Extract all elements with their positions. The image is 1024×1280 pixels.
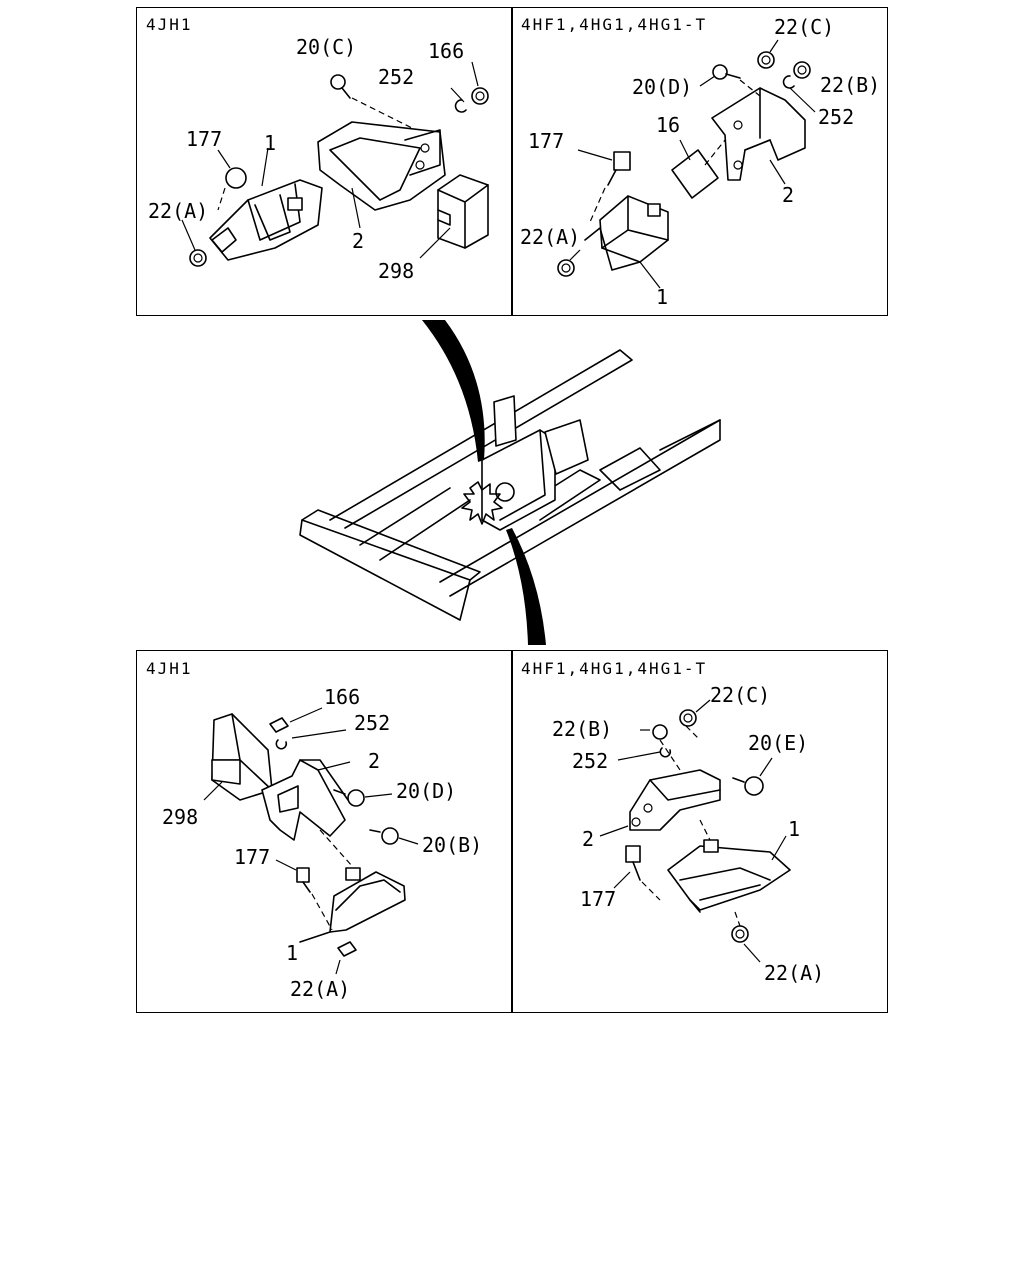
- tl-nut-22a: [189, 249, 207, 267]
- br-nut-22a: [731, 911, 749, 943]
- tl-callout-298: 298: [378, 259, 415, 283]
- tl-callout-22a: 22(A): [148, 199, 209, 223]
- tl-stopper-298: [437, 174, 489, 249]
- br-bolt-20e: [732, 776, 764, 796]
- bl-callout-298: 298: [162, 805, 199, 829]
- tr-washer-252: [782, 75, 795, 89]
- br-callout-20e: 20(E): [748, 731, 809, 755]
- top-panel-divider: [511, 7, 513, 316]
- bl-callout-2: 2: [368, 749, 381, 773]
- tl-callout-1: 1: [264, 131, 277, 155]
- bl-callout-20b: 20(B): [422, 833, 483, 857]
- tr-callout-22a: 22(A): [520, 225, 581, 249]
- tr-callout-252: 252: [818, 105, 855, 129]
- engine-block: [461, 395, 589, 531]
- bl-callout-177: 177: [234, 845, 271, 869]
- tr-callout-22b: 22(B): [820, 73, 881, 97]
- br-callout-22a: 22(A): [764, 961, 825, 985]
- bl-nut-22a: [337, 941, 357, 957]
- tl-callout-2: 2: [352, 229, 365, 253]
- tr-shim-16: [671, 149, 719, 199]
- tr-bolt-20d: [712, 64, 741, 80]
- tl-bolt-20c: [330, 74, 351, 99]
- bl-washer-252: [275, 739, 288, 750]
- tr-callout-2: 2: [782, 183, 795, 207]
- tl-callout-166: 166: [428, 39, 465, 63]
- br-nut-22b: [652, 724, 668, 740]
- tl-bracket-2: [317, 121, 446, 211]
- br-bolt-177: [625, 845, 661, 901]
- bl-bolt-20b: [369, 827, 399, 845]
- bl-nut-166: [269, 717, 289, 733]
- bl-stopper-298: [211, 713, 273, 801]
- top-right-engine-label: 4HF1,4HG1,4HG1-T: [521, 15, 708, 34]
- tl-callout-252: 252: [378, 65, 415, 89]
- bl-callout-166: 166: [324, 685, 361, 709]
- tl-nut-166: [471, 87, 489, 105]
- tr-callout-1: 1: [656, 285, 669, 309]
- br-mount-1: [667, 839, 791, 913]
- bottom-right-engine-label: 4HF1,4HG1,4HG1-T: [521, 659, 708, 678]
- bl-callout-1: 1: [286, 941, 299, 965]
- pointer-arc-bottom: [506, 528, 546, 645]
- tr-callout-16: 16: [656, 113, 681, 137]
- bl-bolt-20d: [333, 789, 365, 807]
- br-callout-2: 2: [582, 827, 595, 851]
- bl-bracket-2: [261, 759, 349, 841]
- bottom-panel-divider: [511, 650, 513, 1013]
- bl-callout-22a: 22(A): [290, 977, 351, 1001]
- tl-mount-1: [209, 179, 323, 261]
- bl-callout-20d: 20(D): [396, 779, 457, 803]
- br-callout-22c: 22(C): [710, 683, 771, 707]
- tr-nut-22b: [793, 61, 811, 79]
- tr-nut-22c: [757, 51, 775, 69]
- tr-mount-1: [584, 195, 669, 271]
- tr-bracket-2: [711, 87, 806, 181]
- tl-bolt-177: [217, 167, 247, 211]
- top-left-engine-label: 4JH1: [146, 15, 193, 34]
- br-bracket-2: [629, 769, 721, 831]
- tr-callout-20d: 20(D): [632, 75, 693, 99]
- tl-washer-252: [454, 99, 467, 113]
- br-callout-1: 1: [788, 817, 801, 841]
- pointer-arc-top: [422, 320, 485, 462]
- bl-callout-252: 252: [354, 711, 391, 735]
- br-washer-252: [659, 747, 672, 758]
- tr-callout-22c: 22(C): [774, 15, 835, 39]
- tr-callout-177: 177: [528, 129, 565, 153]
- chassis-frame: [299, 349, 721, 621]
- br-callout-177: 177: [580, 887, 617, 911]
- bl-mount-1: [299, 867, 406, 943]
- tl-callout-177: 177: [186, 127, 223, 151]
- br-nut-22c: [679, 709, 697, 727]
- tr-nut-22a: [557, 259, 575, 277]
- bl-bolt-177: [296, 867, 333, 931]
- tr-bolt-177: [589, 151, 631, 223]
- br-callout-252: 252: [572, 749, 609, 773]
- bottom-left-engine-label: 4JH1: [146, 659, 193, 678]
- br-callout-22b: 22(B): [552, 717, 613, 741]
- tl-callout-20c: 20(C): [296, 35, 357, 59]
